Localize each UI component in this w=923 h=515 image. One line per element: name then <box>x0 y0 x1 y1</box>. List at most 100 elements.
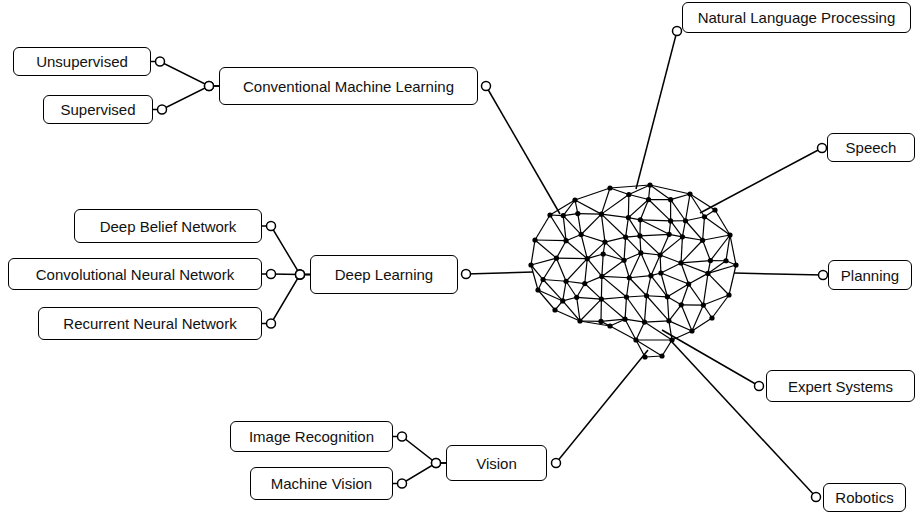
brain-link <box>531 240 535 265</box>
category-box: Conventional Machine Learning <box>219 67 478 105</box>
brain-link <box>550 215 566 241</box>
brain-neuron <box>579 232 584 237</box>
leader-circle <box>552 459 561 468</box>
brain-neuron <box>668 218 673 223</box>
brain-link <box>626 218 629 238</box>
brain-link <box>605 242 624 260</box>
brain-link <box>610 188 629 194</box>
brain-neuron <box>575 211 580 216</box>
node-label: Machine Vision <box>271 475 372 492</box>
branch-connector <box>151 57 219 91</box>
brain-link <box>636 340 662 356</box>
brain-link <box>624 237 626 260</box>
brain-link <box>535 240 556 258</box>
brain-link <box>649 199 671 200</box>
connector-circle <box>296 270 305 279</box>
category-box: Speech <box>827 133 915 162</box>
sub-topic-box: Recurrent Neural Network <box>38 307 262 340</box>
brain-link <box>690 194 705 217</box>
brain-link <box>667 284 688 297</box>
leader-end-circles <box>462 27 828 502</box>
category-box: Deep Learning <box>310 255 458 294</box>
leader-line <box>636 31 677 189</box>
brain-link <box>692 318 712 331</box>
connector-line <box>262 226 310 275</box>
brain-link <box>703 217 705 240</box>
leader-circle <box>755 382 764 391</box>
leader-line <box>662 330 759 386</box>
brain-link <box>650 185 690 194</box>
sub-topic-box: Convolutional Neural Network <box>8 258 262 290</box>
brain-link <box>578 214 581 235</box>
leader-circle <box>818 144 827 153</box>
brain-link <box>661 263 681 273</box>
brain-link <box>580 299 601 321</box>
brain-neuron <box>622 317 627 322</box>
brain-neuron <box>577 318 582 323</box>
brain-neuron <box>626 215 631 220</box>
brain-link <box>641 253 651 276</box>
brain-link <box>601 297 626 299</box>
brain-neuron <box>727 232 732 237</box>
brain-neuron <box>667 232 672 237</box>
brain-neuron <box>700 238 705 243</box>
brain-neuron <box>708 258 713 263</box>
brain-link <box>563 301 580 321</box>
brain-neuron <box>733 262 738 267</box>
brain-link <box>641 253 660 255</box>
category-box: Planning <box>828 260 912 290</box>
brain-neuron <box>624 294 629 299</box>
brain-neuron <box>642 320 647 325</box>
brain-link <box>563 281 566 301</box>
leader-circle <box>673 27 682 36</box>
brain-neuron <box>689 328 694 333</box>
connector-circle <box>267 270 276 279</box>
node-label: Convolutional Neural Network <box>36 266 234 283</box>
brain-link <box>587 259 602 277</box>
brain-link <box>601 299 625 319</box>
brain-network <box>528 182 738 359</box>
leader-lines <box>466 31 823 497</box>
brain-link <box>710 235 730 261</box>
branch-connector <box>393 432 446 468</box>
node-label: Deep Learning <box>335 266 433 283</box>
brain-link <box>669 321 692 331</box>
brain-neuron <box>561 213 566 218</box>
leader-circle <box>812 493 821 502</box>
brain-neuron <box>659 353 664 358</box>
brain-neuron <box>598 319 603 324</box>
brain-link <box>671 221 683 237</box>
brain-link <box>703 240 711 260</box>
leader-circle <box>462 270 471 279</box>
brain-link <box>543 280 563 301</box>
brain-link <box>708 265 736 273</box>
brain-link <box>671 194 690 200</box>
brain-neuron <box>723 258 728 263</box>
brain-neuron <box>658 270 663 275</box>
connector-circle <box>432 459 441 468</box>
branch-connector <box>262 270 310 280</box>
leader-line <box>700 148 822 213</box>
brain-neuron <box>599 212 604 217</box>
brain-link <box>703 235 730 240</box>
brain-link <box>628 194 630 217</box>
branch-connector <box>262 222 310 280</box>
brain-link <box>585 259 587 284</box>
leader-line <box>734 273 823 275</box>
brain-link <box>601 194 628 214</box>
brain-link <box>601 214 605 242</box>
brain-link <box>626 278 629 297</box>
brain-link <box>610 185 650 188</box>
brain-link <box>566 281 577 297</box>
brain-neuron <box>563 279 568 284</box>
brain-link <box>681 304 703 305</box>
brain-neuron <box>683 218 688 223</box>
brain-link <box>636 339 672 340</box>
brain-link <box>681 284 688 305</box>
brain-neuron <box>701 302 706 307</box>
connector-line <box>262 275 310 324</box>
brain-neuron <box>680 234 685 239</box>
brain-link <box>729 265 736 295</box>
sub-topic-box: Image Recognition <box>230 421 393 452</box>
